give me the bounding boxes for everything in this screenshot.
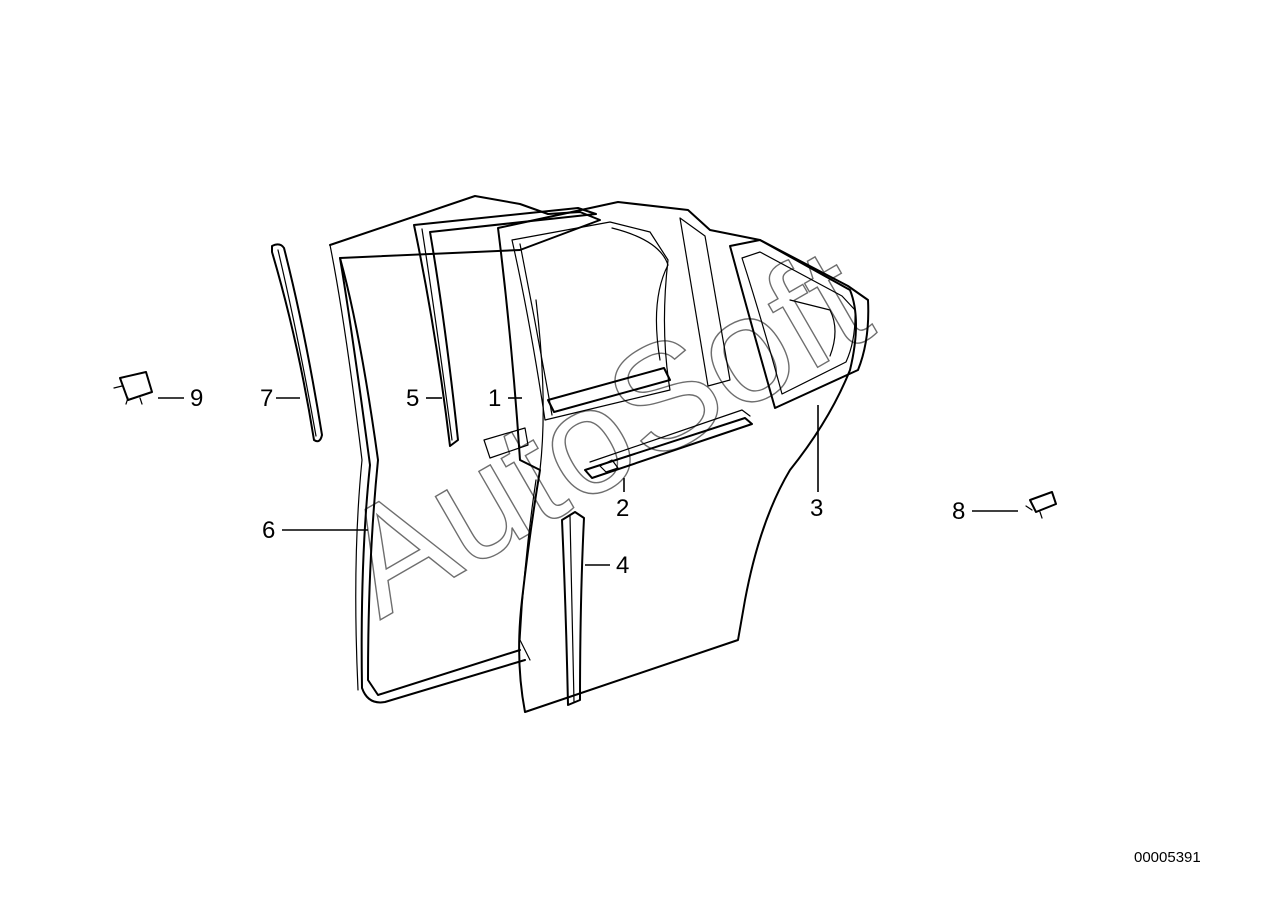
callout-4: 4 bbox=[616, 552, 629, 579]
part-8-clip bbox=[1025, 491, 1057, 519]
part-7-trim-strip bbox=[271, 243, 323, 443]
part-9-clip bbox=[113, 371, 153, 405]
callout-9: 9 bbox=[190, 385, 203, 412]
part-4-pillar-trim bbox=[561, 511, 585, 706]
callout-6: 6 bbox=[262, 517, 275, 544]
callout-7: 7 bbox=[260, 385, 273, 412]
callout-8: 8 bbox=[952, 498, 965, 525]
part-2-sill-seal bbox=[483, 367, 753, 479]
part-1-door bbox=[497, 201, 857, 713]
callout-3: 3 bbox=[810, 495, 823, 522]
document-number: 00005391 bbox=[1134, 849, 1201, 866]
watermark-text: AutoSoft bbox=[312, 215, 894, 648]
callout-2: 2 bbox=[616, 495, 629, 522]
part-3-quarter-window-seal bbox=[729, 239, 870, 409]
callout-5: 5 bbox=[406, 385, 419, 412]
callout-1: 1 bbox=[488, 385, 501, 412]
part-6-door-seal bbox=[329, 195, 601, 704]
part-5-window-channel bbox=[413, 207, 597, 447]
